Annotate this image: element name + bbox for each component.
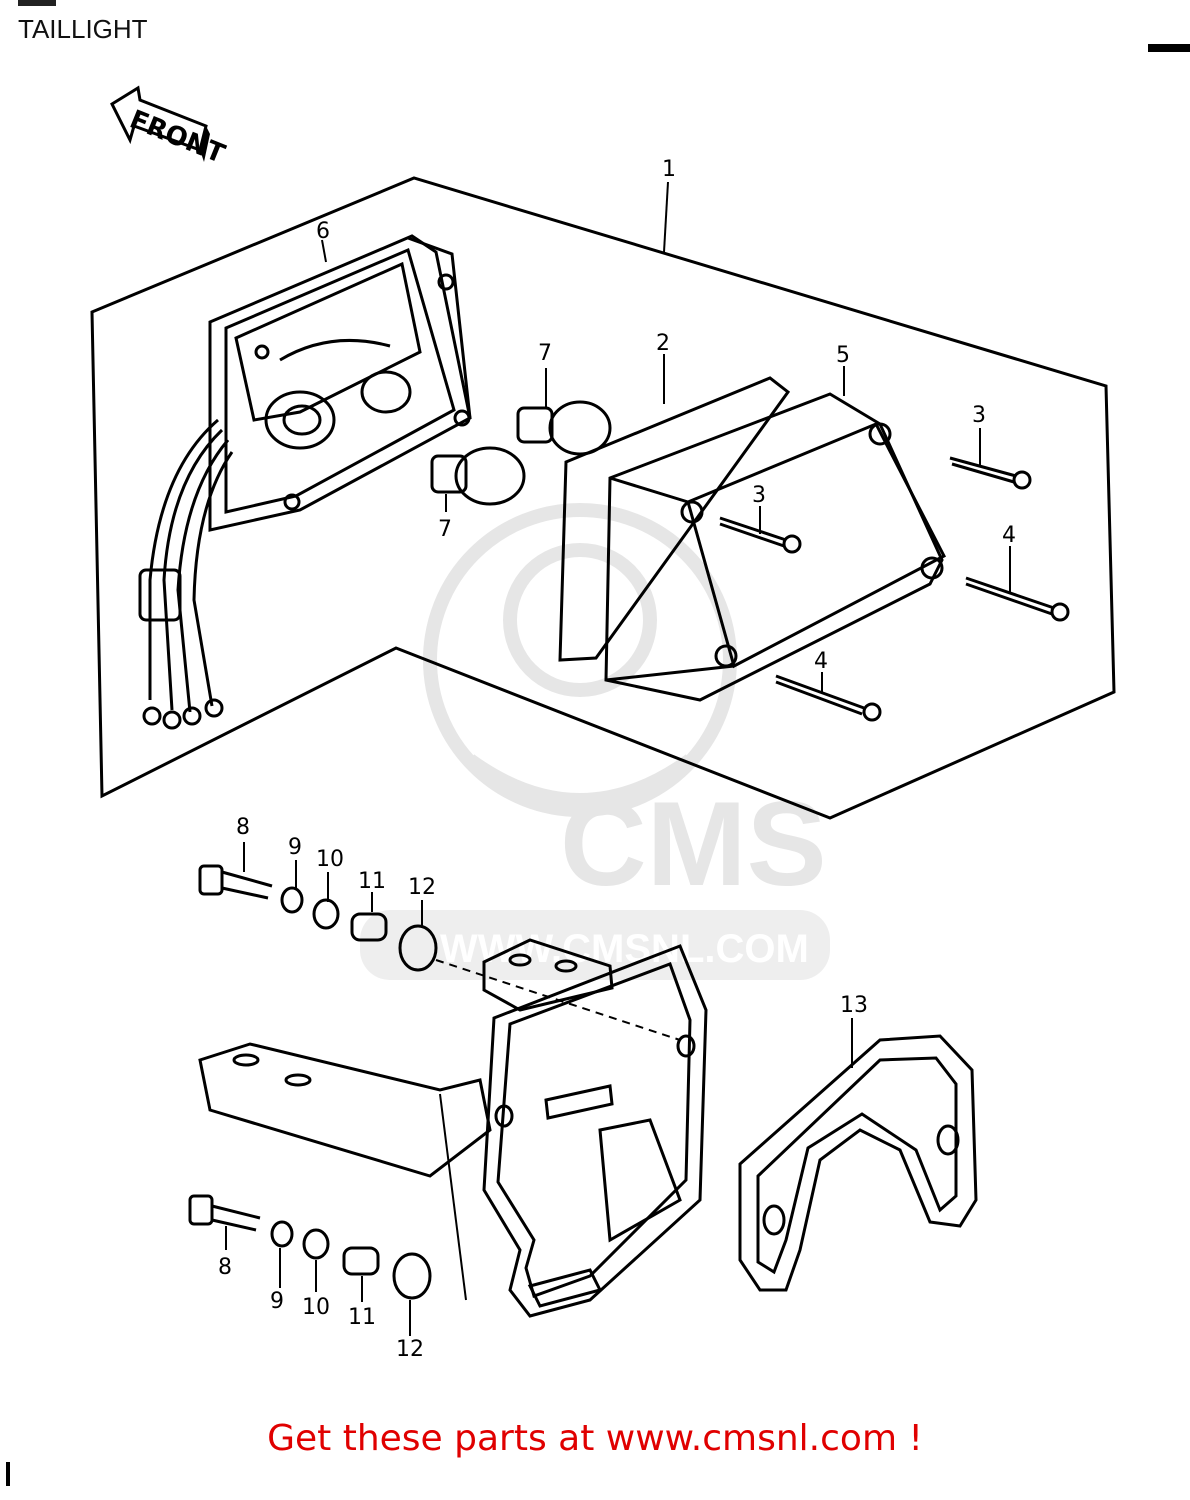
mounting-bracket — [198, 938, 708, 1318]
callout-11-lower: 11 — [348, 1305, 376, 1330]
wire-harness — [138, 418, 234, 730]
edge-mark-left — [6, 1462, 10, 1486]
callout-2: 2 — [656, 331, 670, 356]
page-title: TAILLIGHT — [18, 14, 148, 44]
assembly-dash-upper — [435, 959, 681, 1041]
callout-4-lower: 4 — [814, 649, 828, 674]
assembly-outline — [90, 176, 1116, 820]
callout-8-upper: 8 — [236, 815, 250, 840]
callout-10-lower: 10 — [302, 1295, 330, 1320]
leader-6 — [321, 239, 327, 263]
callout-9-upper: 9 — [288, 835, 302, 860]
screws — [719, 456, 1070, 722]
taillight-lens — [604, 392, 947, 702]
callout-3-center: 3 — [752, 483, 766, 508]
front-arrow-icon: FRONT — [110, 85, 229, 170]
mounting-hardware-lower — [188, 1194, 432, 1300]
assembly-dash-lower — [439, 1093, 467, 1301]
callout-8-lower: 8 — [218, 1255, 232, 1280]
bulb-lower — [430, 446, 526, 506]
leader-1 — [663, 181, 669, 253]
callout-9-lower: 9 — [270, 1289, 284, 1314]
watermark-logo: CMS — [560, 777, 827, 911]
callout-12-upper: 12 — [408, 875, 436, 900]
callout-13: 13 — [840, 993, 868, 1018]
mounting-hardware-upper — [198, 864, 438, 972]
callout-5: 5 — [836, 343, 850, 368]
callout-3-right: 3 — [972, 403, 986, 428]
gasket — [558, 376, 791, 662]
bulb-upper — [516, 400, 612, 456]
callout-12-lower: 12 — [396, 1337, 424, 1362]
callout-7-lower: 7 — [438, 517, 452, 542]
callout-1: 1 — [662, 157, 676, 182]
corner-mark — [18, 0, 56, 6]
callout-4-right: 4 — [1002, 523, 1016, 548]
callout-7-upper: 7 — [538, 341, 552, 366]
footer-link-text[interactable]: Get these parts at www.cmsnl.com ! — [267, 1418, 923, 1459]
edge-mark-right — [1148, 44, 1190, 52]
callout-10-upper: 10 — [316, 847, 344, 872]
bracket-cover — [738, 1034, 978, 1292]
callout-6: 6 — [316, 219, 330, 244]
watermark-url: WWW.CMSNL.COM — [440, 927, 809, 971]
callout-11-upper: 11 — [358, 869, 386, 894]
lamp-base-housing — [208, 234, 472, 532]
